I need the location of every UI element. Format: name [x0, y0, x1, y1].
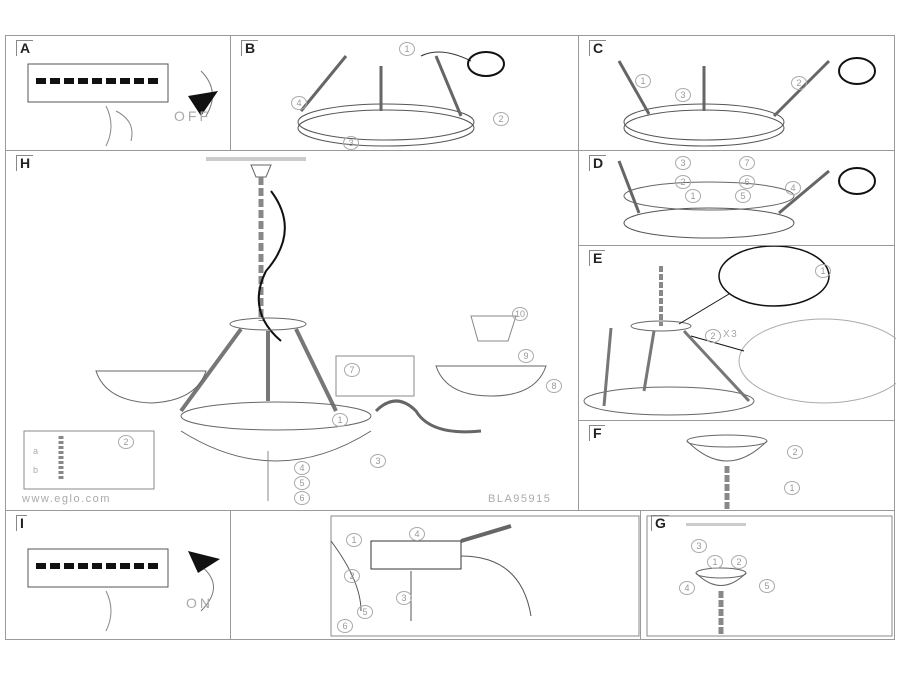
callout-6: 6 — [739, 175, 755, 189]
callout-3: 3 — [691, 539, 707, 553]
ring-arm-assembly-illustration — [297, 51, 505, 147]
panel-label: A — [16, 40, 34, 56]
callout-1: 1 — [346, 533, 362, 547]
callout-1: 1 — [332, 413, 348, 427]
panel-g: G 3 1 2 4 5 — [640, 510, 895, 640]
callout-1: 1 — [815, 264, 831, 278]
callout-3: 3 — [396, 591, 412, 605]
callout-8: 8 — [546, 379, 562, 393]
callout-9: 9 — [518, 349, 534, 363]
terminal-wiring-illustration — [330, 515, 640, 637]
callout-2: 2 — [791, 76, 807, 90]
callout-6: 6 — [294, 491, 310, 505]
callout-1: 1 — [685, 189, 701, 203]
callout-1: 1 — [707, 555, 723, 569]
callout-4: 4 — [291, 96, 307, 110]
canopy-plate-illustration — [617, 160, 876, 239]
panel-label: D — [589, 155, 607, 171]
callout-1: 1 — [784, 481, 800, 495]
panel-label: I — [16, 515, 27, 531]
callout-4: 4 — [785, 181, 801, 195]
panel-f: F 2 1 — [578, 420, 895, 512]
callout-3: 3 — [370, 454, 386, 468]
multiplier-text: X3 — [723, 329, 739, 340]
website-text: www.eglo.com — [22, 493, 111, 505]
panel-b: B 1 2 3 4 — [230, 35, 579, 151]
panel-a: A OFF — [5, 35, 231, 151]
callout-7: 7 — [739, 156, 755, 170]
panel-i: I ON — [5, 510, 231, 640]
breaker-switch-on-illustration — [27, 548, 220, 632]
panel-label: F — [589, 425, 605, 441]
callout-4: 4 — [294, 461, 310, 475]
ceiling-mount-illustration — [646, 515, 893, 637]
on-text: ON — [186, 595, 213, 611]
panel-wiring: 1 4 2 3 5 6 — [230, 510, 641, 640]
breaker-switch-off-illustration — [27, 63, 218, 147]
callout-2: 2 — [493, 112, 509, 126]
callout-6: 6 — [337, 619, 353, 633]
model-number: BLA95915 — [488, 493, 552, 505]
callout-2: 2 — [344, 569, 360, 583]
panel-e: E 1 2 X3 — [578, 245, 896, 421]
canopy-illustration — [686, 434, 768, 512]
callout-7: 7 — [344, 363, 360, 377]
panel-label: B — [241, 40, 259, 56]
callout-2: 2 — [705, 329, 721, 343]
callout-2: 2 — [787, 445, 803, 459]
panel-label: C — [589, 40, 607, 56]
callout-3: 3 — [343, 136, 359, 150]
callout-10: 10 — [512, 307, 528, 321]
callout-3: 3 — [675, 88, 691, 102]
panel-label: H — [16, 155, 34, 171]
panel-c: C 1 2 3 — [578, 35, 895, 151]
callout-2: 2 — [675, 175, 691, 189]
ring-arm-assembly-illustration — [617, 57, 876, 147]
callout-4: 4 — [409, 527, 425, 541]
chandelier-assembly-illustration — [23, 157, 547, 501]
callout-1: 1 — [635, 74, 651, 88]
callout-5: 5 — [735, 189, 751, 203]
panel-h: H 10 9 8 7 2 3 4 5 6 1 a b www.eglo.com … — [5, 150, 579, 511]
callout-2: 2 — [118, 435, 134, 449]
callout-4: 4 — [679, 581, 695, 595]
callout-2: 2 — [731, 555, 747, 569]
callout-1: 1 — [399, 42, 415, 56]
off-text: OFF — [174, 108, 211, 124]
inset-label-a: a — [33, 446, 40, 456]
ring-hanging-illustration — [583, 246, 896, 416]
callout-5: 5 — [294, 476, 310, 490]
callout-5: 5 — [759, 579, 775, 593]
callout-3: 3 — [675, 156, 691, 170]
panel-label: E — [589, 250, 606, 266]
inset-label-b: b — [33, 465, 40, 475]
panel-d: D 3 7 2 6 1 5 4 — [578, 150, 895, 246]
callout-5: 5 — [357, 605, 373, 619]
